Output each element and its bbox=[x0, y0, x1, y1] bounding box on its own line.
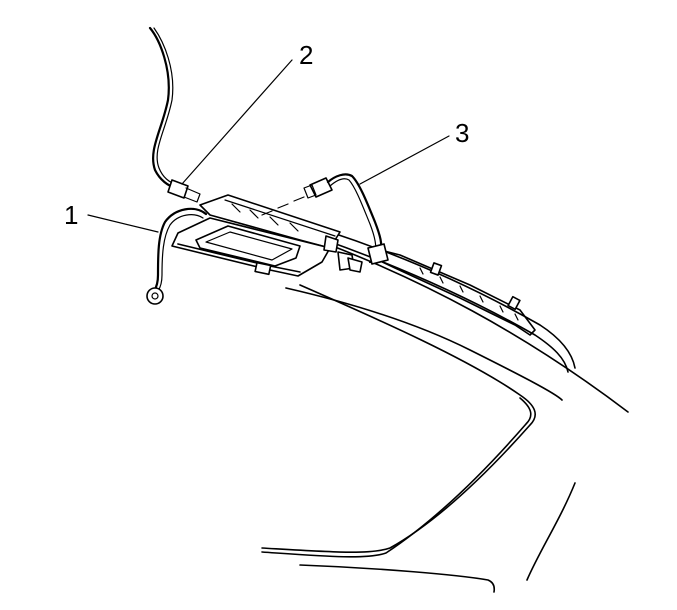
wire-harness-3 bbox=[261, 173, 389, 265]
alignment-dashes bbox=[261, 196, 305, 216]
wire-2-outer bbox=[148, 26, 178, 190]
wire-3-inner bbox=[329, 178, 377, 253]
wire-2-inner bbox=[153, 27, 179, 186]
ring-terminal-hole bbox=[151, 292, 159, 300]
console-connector bbox=[323, 235, 339, 253]
leader-line-1 bbox=[87, 214, 159, 233]
roof-outer-line bbox=[329, 244, 629, 413]
wire-3-connector-tip bbox=[303, 184, 317, 199]
wire-1-outer bbox=[152, 207, 208, 293]
leader-line-2 bbox=[181, 59, 293, 185]
trim-clip-2 bbox=[507, 295, 521, 311]
roof-rail-trim bbox=[324, 231, 576, 373]
wire-3-clip bbox=[367, 243, 389, 265]
trim-clips bbox=[419, 267, 519, 321]
trim-clip-1 bbox=[429, 262, 443, 276]
vehicle-body bbox=[261, 244, 629, 593]
leader-line-3 bbox=[359, 135, 450, 185]
trim-molding bbox=[377, 249, 536, 336]
overhead-console bbox=[171, 194, 363, 277]
rear-bracket-2 bbox=[347, 257, 363, 273]
wire-harness-1 bbox=[146, 207, 208, 305]
dash-edge bbox=[299, 564, 496, 593]
leader-lines bbox=[87, 59, 450, 233]
callout-labels: 1 2 3 bbox=[64, 40, 469, 230]
callout-2: 2 bbox=[299, 40, 313, 70]
bracket-ribs bbox=[231, 203, 299, 232]
windshield-inner-frame bbox=[261, 284, 536, 553]
ring-terminal bbox=[146, 287, 164, 305]
bracket-edge bbox=[224, 199, 336, 237]
lamp-switch bbox=[254, 261, 272, 276]
wire-2-connector-tip bbox=[183, 187, 201, 203]
callout-1: 1 bbox=[64, 200, 78, 230]
lamp-lens bbox=[195, 225, 301, 267]
windshield-outer-frame bbox=[261, 397, 532, 558]
wire-2-connector bbox=[167, 179, 189, 199]
lamp-lens-inner bbox=[205, 231, 293, 261]
headliner-edge bbox=[285, 287, 563, 401]
callout-3: 3 bbox=[455, 118, 469, 148]
a-pillar-line bbox=[526, 482, 576, 581]
wire-harness-2 bbox=[148, 26, 201, 203]
wire-1-inner bbox=[157, 214, 204, 292]
